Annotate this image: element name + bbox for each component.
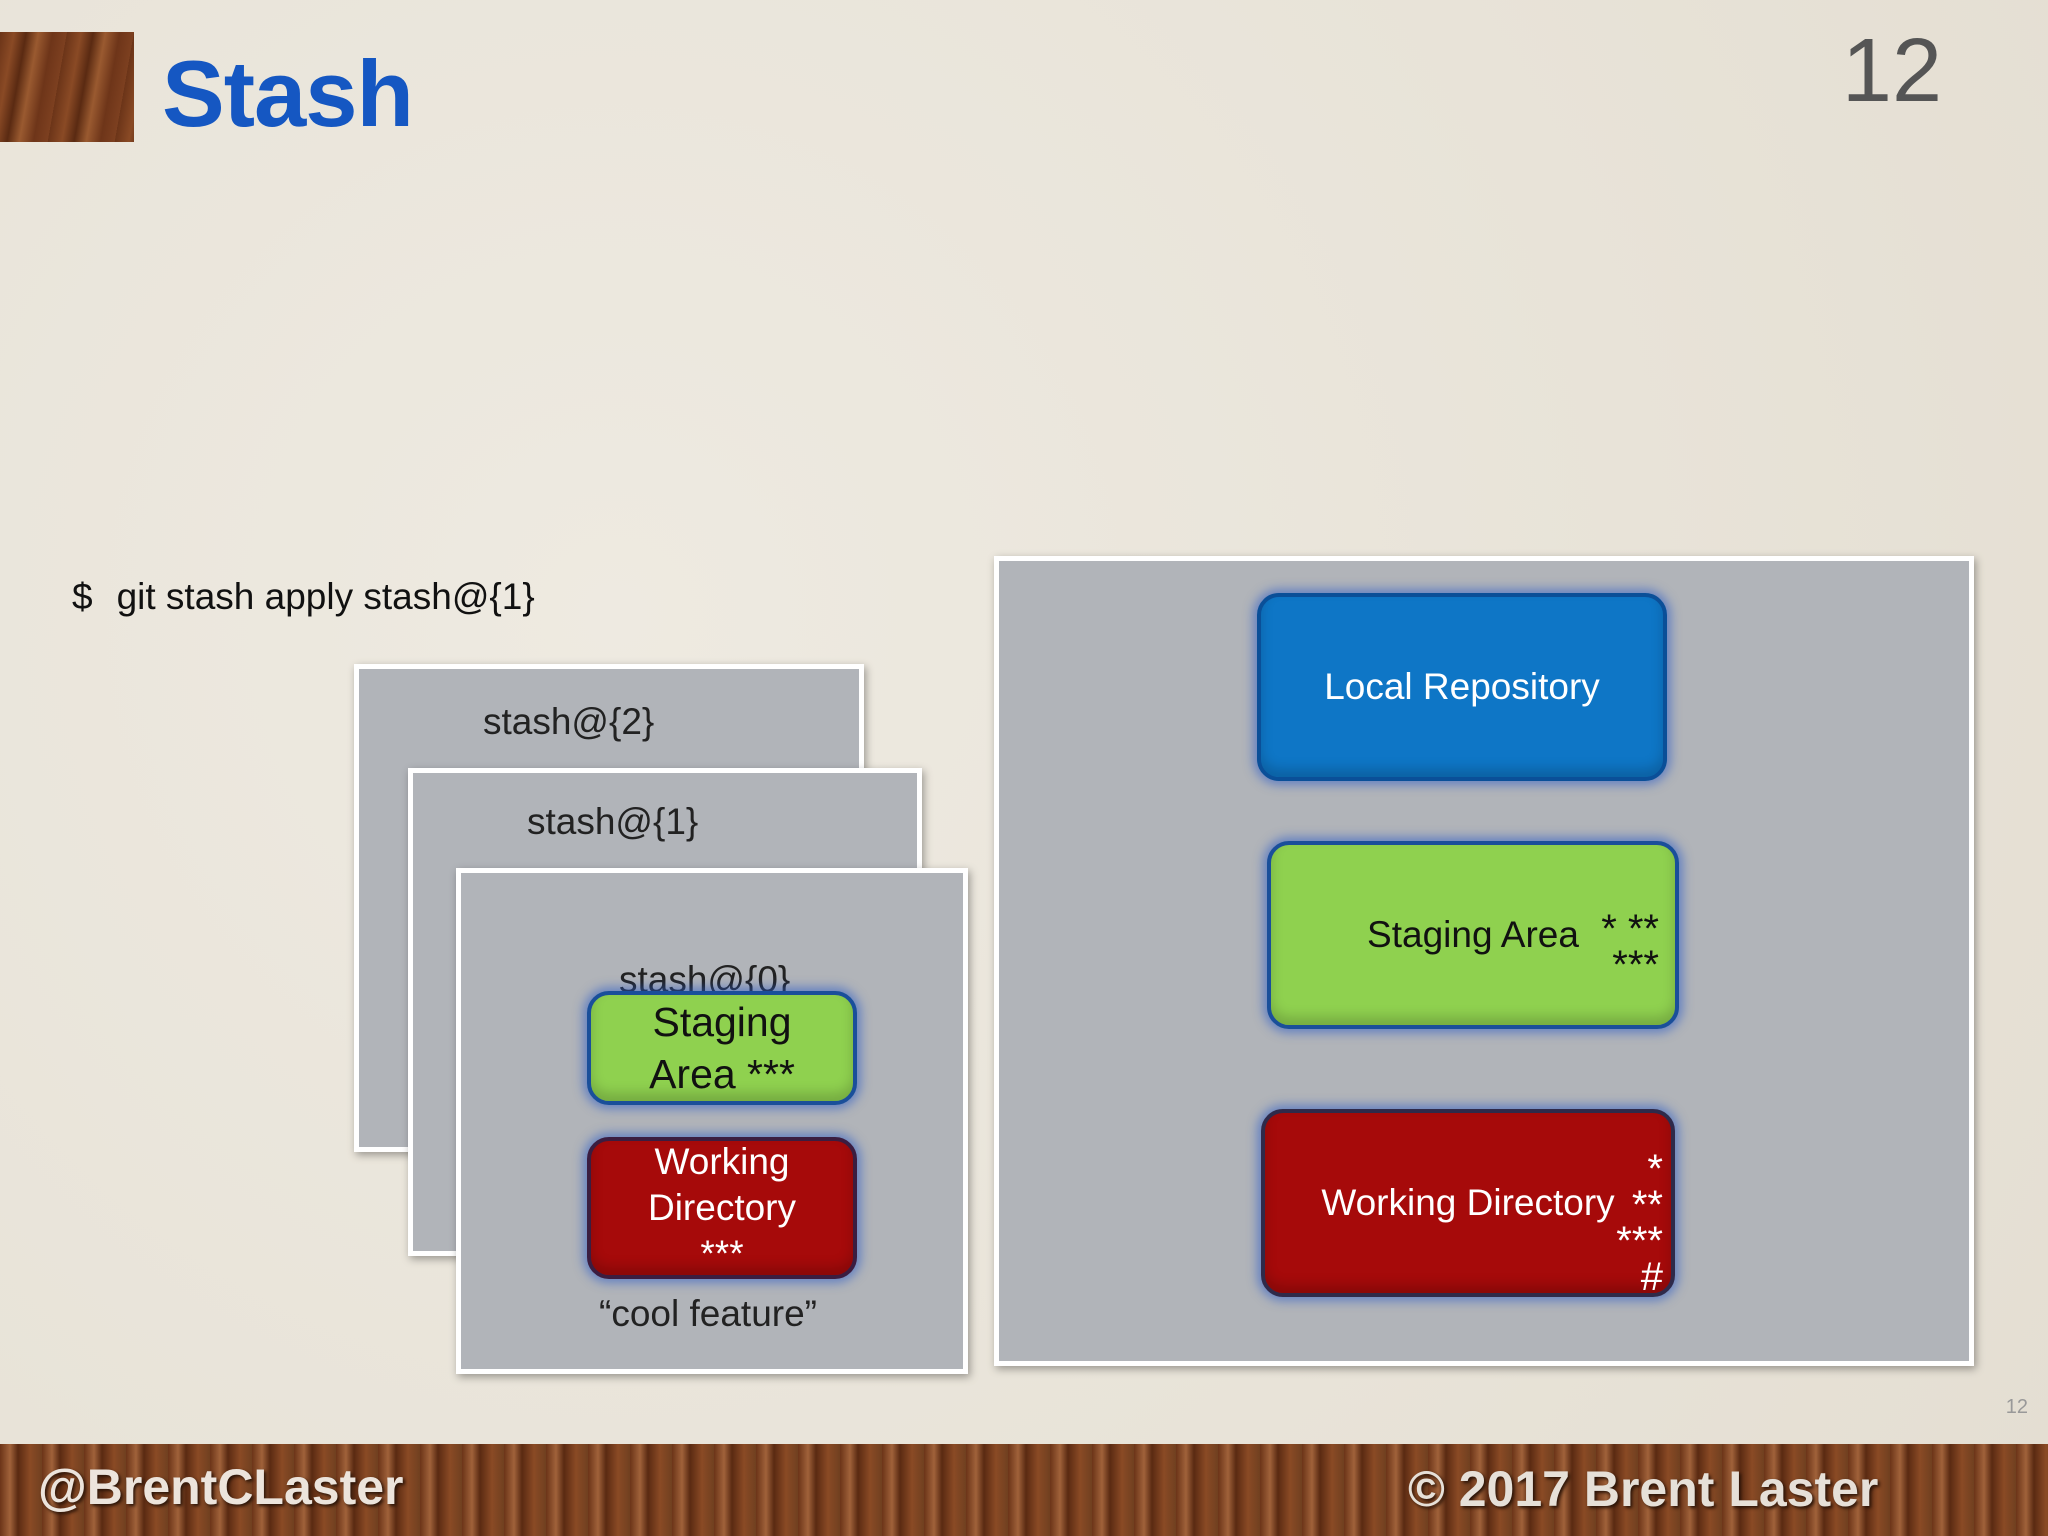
working-directory-box: Working Directory * ** *** # xyxy=(1261,1109,1675,1297)
slide-title: Stash xyxy=(162,41,414,146)
stash0-staging-line1: Staging xyxy=(652,999,792,1045)
staging-marks-line2: *** xyxy=(1612,943,1659,987)
corner-wood-decoration xyxy=(0,32,134,142)
working-change-marks: * ** *** # xyxy=(1616,1147,1663,1299)
footer-wood-bar xyxy=(0,1444,2048,1536)
working-marks-line2: ** xyxy=(1631,1183,1663,1227)
local-repository-box: Local Repository xyxy=(1257,593,1667,781)
page-number-small: 12 xyxy=(2005,1396,2028,1418)
stash0-working-line2: Directory xyxy=(647,1187,797,1228)
staging-marks-line1: * ** xyxy=(1601,907,1659,951)
working-marks-line4: # xyxy=(1640,1255,1663,1299)
workspace-panel: Local Repository Staging Area * ** *** W… xyxy=(994,556,1974,1366)
twitter-handle: @BrentCLaster xyxy=(38,1459,404,1515)
working-directory-label: Working Directory xyxy=(1321,1182,1615,1223)
stash-label-1: stash@{1} xyxy=(527,801,699,842)
command-prompt: $ xyxy=(72,576,93,617)
slide-number: 12 xyxy=(1841,21,1942,121)
git-command: $ git stash apply stash@{1} xyxy=(72,576,535,618)
stash-label-2: stash@{2} xyxy=(483,701,655,742)
stash0-staging-line2: Area *** xyxy=(649,1051,795,1097)
copyright-notice: © 2017 Brent Laster xyxy=(1408,1461,1879,1517)
stash-card-0: stash@{0} Staging Area *** Working Direc… xyxy=(456,868,968,1374)
stash0-working-line1: Working xyxy=(654,1141,790,1182)
stash0-working-directory: Working Directory *** xyxy=(587,1137,857,1279)
local-repository-label: Local Repository xyxy=(1324,666,1600,707)
staging-area-box: Staging Area * ** *** xyxy=(1267,841,1679,1029)
staging-area-label: Staging Area xyxy=(1367,914,1579,955)
stash-message: “cool feature” xyxy=(599,1293,817,1334)
command-text: git stash apply stash@{1} xyxy=(116,576,535,617)
staging-change-marks: * ** *** xyxy=(1601,907,1659,987)
working-marks-line1: * xyxy=(1647,1147,1663,1191)
stash0-staging-area: Staging Area *** xyxy=(587,991,857,1105)
stash0-working-line3: *** xyxy=(700,1233,744,1274)
working-marks-line3: *** xyxy=(1616,1219,1663,1263)
